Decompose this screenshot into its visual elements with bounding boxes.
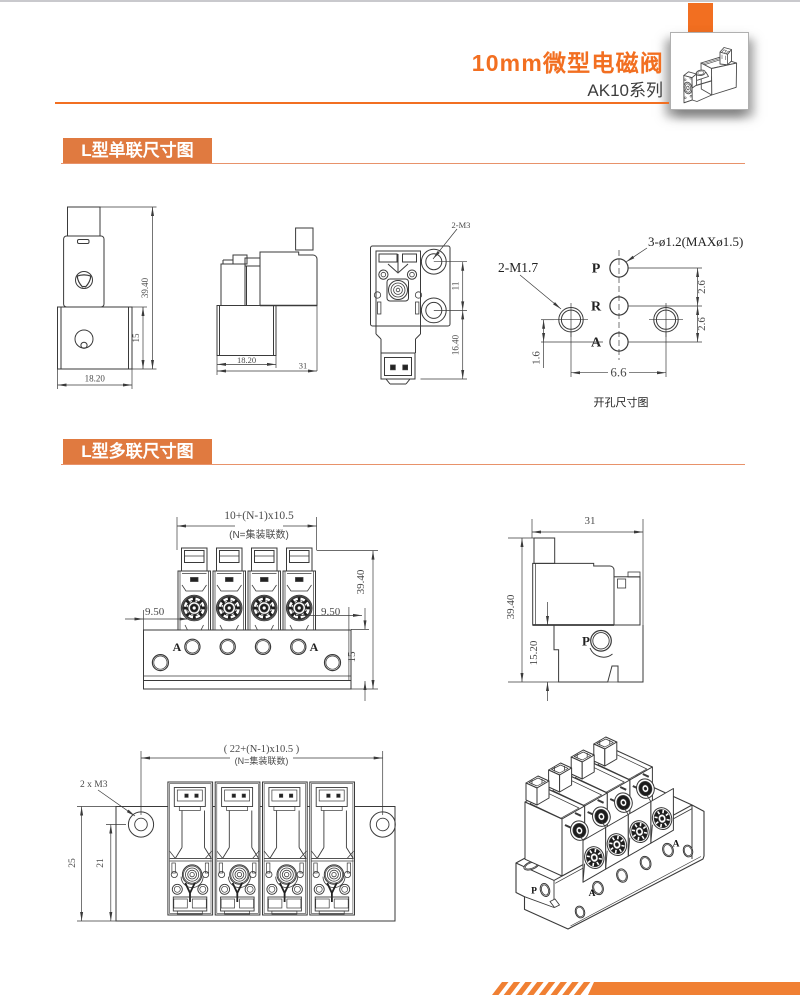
svg-text:39.40: 39.40 bbox=[505, 594, 517, 619]
svg-text:21: 21 bbox=[96, 858, 106, 868]
svg-text:P: P bbox=[531, 887, 537, 897]
svg-text:2.6: 2.6 bbox=[696, 280, 708, 294]
svg-text:P: P bbox=[582, 634, 590, 649]
svg-text:10+(N-1)x10.5: 10+(N-1)x10.5 bbox=[224, 510, 294, 522]
svg-text:R: R bbox=[591, 300, 602, 315]
svg-text:39.40: 39.40 bbox=[140, 277, 150, 298]
svg-text:9.50: 9.50 bbox=[145, 606, 165, 618]
svg-text:39.40: 39.40 bbox=[355, 569, 367, 594]
svg-text:P: P bbox=[592, 262, 601, 277]
svg-text:2-M3: 2-M3 bbox=[452, 220, 471, 230]
svg-text:15: 15 bbox=[131, 333, 141, 343]
svg-text:11: 11 bbox=[451, 282, 461, 291]
svg-text:16.40: 16.40 bbox=[451, 334, 461, 355]
svg-text:(N=集装联数): (N=集装联数) bbox=[235, 755, 289, 766]
svg-text:A: A bbox=[310, 640, 319, 654]
svg-text:A: A bbox=[173, 640, 182, 654]
svg-text:18.20: 18.20 bbox=[85, 374, 106, 384]
svg-text:3-ø1.2(MAXø1.5): 3-ø1.2(MAXø1.5) bbox=[648, 234, 743, 249]
svg-text:25: 25 bbox=[68, 858, 78, 868]
svg-text:6.6: 6.6 bbox=[610, 365, 627, 380]
svg-text:A: A bbox=[589, 889, 596, 899]
svg-text:31: 31 bbox=[585, 515, 596, 527]
svg-text:( 22+(N-1)x10.5 ): ( 22+(N-1)x10.5 ) bbox=[224, 744, 300, 755]
svg-text:2-M1.7: 2-M1.7 bbox=[498, 260, 538, 275]
svg-text:9.50: 9.50 bbox=[321, 606, 341, 618]
svg-text:31: 31 bbox=[299, 361, 308, 371]
svg-text:A: A bbox=[673, 840, 680, 850]
svg-text:18.20: 18.20 bbox=[237, 355, 256, 365]
svg-text:2 x M3: 2 x M3 bbox=[80, 780, 108, 790]
svg-text:(N=集装联数): (N=集装联数) bbox=[229, 528, 289, 541]
svg-text:15.20: 15.20 bbox=[528, 640, 540, 665]
svg-text:开孔尺寸图: 开孔尺寸图 bbox=[594, 395, 649, 409]
svg-text:A: A bbox=[591, 336, 602, 351]
svg-text:2.6: 2.6 bbox=[696, 317, 708, 331]
svg-text:15: 15 bbox=[346, 651, 358, 663]
svg-text:1.6: 1.6 bbox=[531, 351, 543, 365]
